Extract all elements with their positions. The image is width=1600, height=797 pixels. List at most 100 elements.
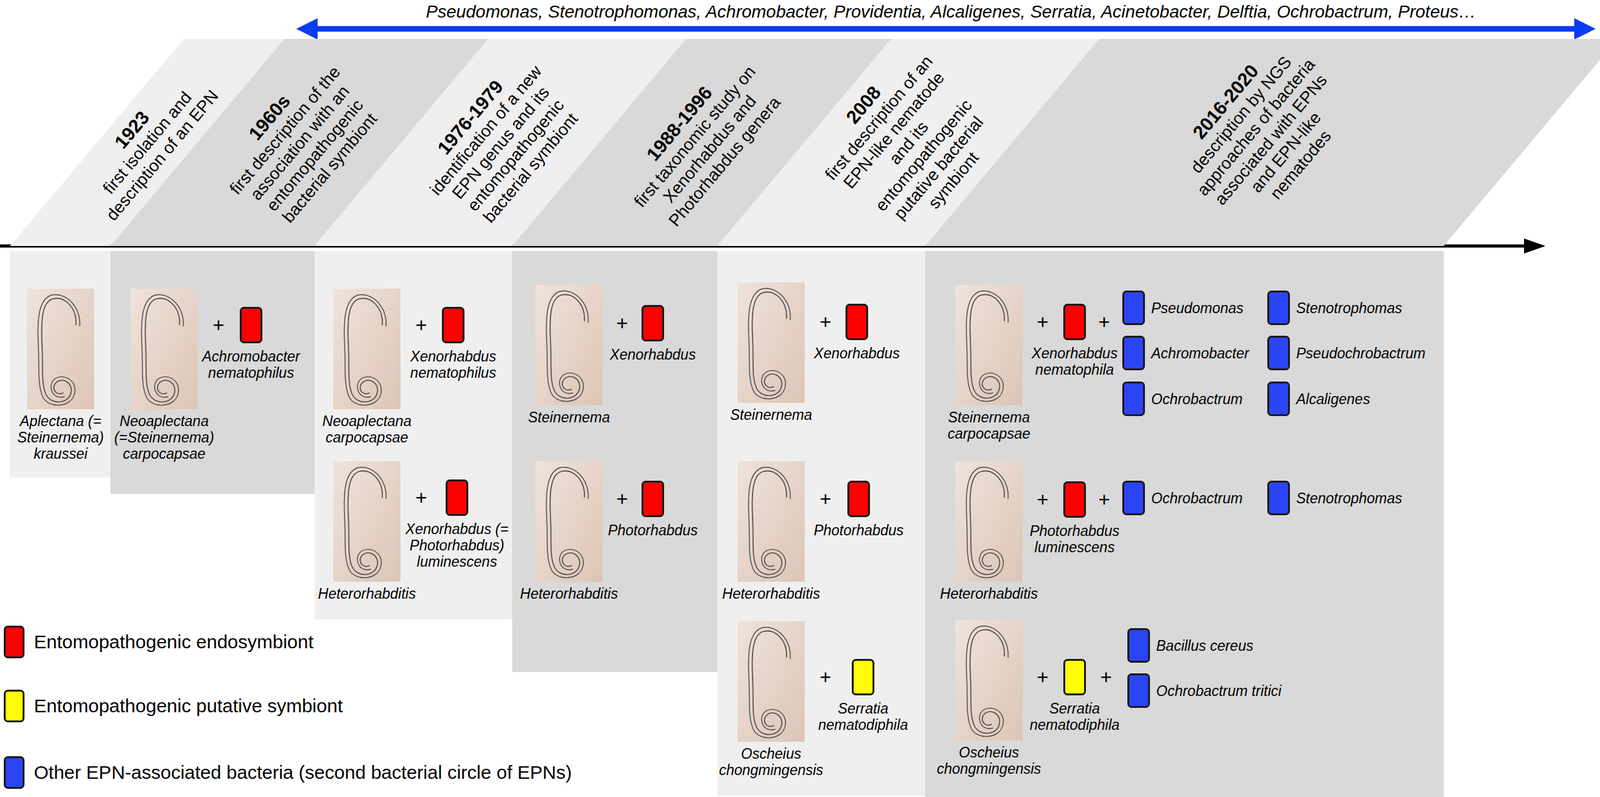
- bacteria-range-arrow: [313, 26, 1577, 33]
- plus-sign: +: [819, 666, 832, 688]
- nematode-name: Heterorhabditis: [309, 585, 425, 602]
- bacterium-box: Alcaligenes: [1267, 381, 1371, 417]
- figure-slot: [312, 288, 422, 410]
- nematode-illustration: [955, 620, 1023, 741]
- bacterium-name: Achromobacter: [1151, 345, 1250, 362]
- nematode-name: Oscheius chongmingensis: [932, 744, 1046, 778]
- bacterium-name: Photorhabdus: [598, 522, 708, 539]
- period-panel: [10, 251, 111, 478]
- legend-swatch-frame: [3, 756, 25, 790]
- nematode-figure: Oscheius chongmingensis: [932, 620, 1046, 778]
- bacterium-box: Pseudomonas: [1122, 290, 1244, 326]
- plus-sign: +: [616, 312, 629, 334]
- bacterium-swatch: [641, 480, 665, 518]
- bacterium-box: Ochrobactrum: [1122, 480, 1243, 516]
- nematode-illustration: [26, 288, 95, 410]
- figure-slot: [111, 288, 218, 410]
- bacterium-square: [642, 306, 664, 341]
- bacterium-swatch: [1063, 303, 1086, 341]
- bacterium-square: [1268, 482, 1290, 515]
- nematode-figure: Steinernema: [716, 282, 827, 424]
- bacterium-box: Photorhabdus: [598, 480, 708, 539]
- bacterium-swatch: [441, 306, 465, 344]
- nematode-illustration: [535, 461, 603, 582]
- plus-sign: +: [1100, 666, 1113, 688]
- band-fill: [925, 38, 1600, 247]
- nematode-name: Oscheius chongmingensis: [714, 745, 828, 779]
- nematode-illustration: [130, 288, 198, 410]
- legend-swatch-frame: [3, 689, 25, 723]
- bacterium-swatch: [1267, 480, 1290, 516]
- nematode-illustration: [955, 461, 1023, 582]
- bacterium-swatch: [239, 306, 263, 344]
- bacterium-box: Pseudochrobactrum: [1267, 335, 1426, 371]
- bacterium-swatch: [1063, 481, 1086, 518]
- figure-slot: [714, 621, 828, 742]
- nematode-figure: Neoaplectana carpocapsae: [312, 288, 422, 446]
- legend-entry: Entomopathogenic endosymbiont: [3, 625, 314, 659]
- bacterium-square: [1268, 337, 1290, 370]
- nematode-figure: Steinernema carpocapsae: [934, 284, 1044, 442]
- bacterium-square: [1123, 382, 1145, 416]
- plus-sign: +: [616, 488, 629, 510]
- bacterium-box: Xenorhabdus nematophilus: [398, 306, 508, 382]
- plus-sign: +: [415, 487, 428, 509]
- bacterium-square: [846, 305, 868, 340]
- timeline-band: 2016-2020description by NGS approaches o…: [925, 38, 1600, 247]
- bacterium-name: Xenorhabdus: [805, 345, 909, 362]
- bacterium-swatch: [1122, 381, 1145, 417]
- bacterium-name: Achromobacter nematophilus: [196, 348, 306, 382]
- plus-sign: +: [819, 488, 832, 510]
- bacterium-name: Pseudomonas: [1151, 300, 1244, 317]
- period-panel: [717, 251, 926, 796]
- nematode-name: Heterorhabditis: [713, 585, 830, 602]
- bacterium-swatch: [851, 659, 875, 696]
- bacterium-square: [642, 482, 664, 517]
- nematode-illustration: [737, 621, 805, 742]
- bacterium-name: Serratia nematodiphila: [1026, 700, 1123, 734]
- bacterium-name: Ochrobactrum: [1151, 391, 1243, 408]
- plus-sign: +: [415, 314, 428, 336]
- bacterium-square: [1123, 482, 1145, 515]
- bacterium-box: Xenorhabdus: [598, 305, 708, 363]
- bacterium-box: Stenotrophomas: [1267, 290, 1403, 326]
- nematode-name: Neoaplectana carpocapsae: [312, 413, 422, 446]
- bacterium-name: Alcaligenes: [1296, 391, 1371, 408]
- bacterium-swatch: [1267, 290, 1290, 326]
- legend-entry: Other EPN-associated bacteria (second ba…: [3, 756, 572, 790]
- figure-slot: [511, 461, 628, 582]
- legend-text: Entomopathogenic putative symbiont: [33, 695, 343, 717]
- bacterium-name: Ochrobactrum tritici: [1156, 682, 1282, 700]
- bacterium-square: [1123, 337, 1145, 370]
- period-panel: [110, 251, 315, 494]
- nematode-figure: Heterorhabditis: [931, 461, 1047, 602]
- plus-sign: +: [212, 314, 225, 336]
- bacterium-name: Pseudochrobactrum: [1296, 345, 1426, 362]
- nematode-illustration: [535, 284, 603, 406]
- bacterium-square: [443, 308, 464, 343]
- bacterium-swatch: [1267, 381, 1290, 417]
- plus-sign: +: [1098, 488, 1111, 511]
- nematode-illustration: [333, 461, 401, 582]
- arrow-head: [296, 18, 318, 40]
- nematode-figure: Aplectana (= Steinernema) kraussei: [12, 288, 110, 462]
- legend-text: Other EPN-associated bacteria (second ba…: [33, 762, 572, 784]
- figure-slot: [716, 282, 827, 403]
- bacterium-box: Achromobacter: [1122, 335, 1250, 371]
- bacterium-name: Photorhabdus luminescens: [1026, 522, 1123, 556]
- bacterium-name: Ochrobactrum: [1151, 490, 1243, 507]
- nematode-illustration: [737, 282, 805, 403]
- nematode-figure: Steinernema: [514, 284, 624, 426]
- bacterium-square: [1064, 482, 1086, 518]
- legend-swatch: [5, 757, 24, 789]
- bacterium-square: [446, 480, 468, 516]
- bacterium-swatch: [1122, 480, 1145, 516]
- bacterium-name: Stenotrophomas: [1296, 490, 1403, 507]
- plus-sign: +: [1036, 488, 1049, 511]
- figure-slot: [931, 461, 1047, 582]
- nematode-figure: Oscheius chongmingensis: [714, 621, 828, 779]
- bacterium-swatch: [445, 479, 469, 516]
- bacterium-name: Bacillus cereus: [1156, 637, 1254, 655]
- bacterium-name: Xenorhabdus nematophilus: [398, 348, 508, 382]
- bacterium-name: Xenorhabdus: [598, 346, 708, 363]
